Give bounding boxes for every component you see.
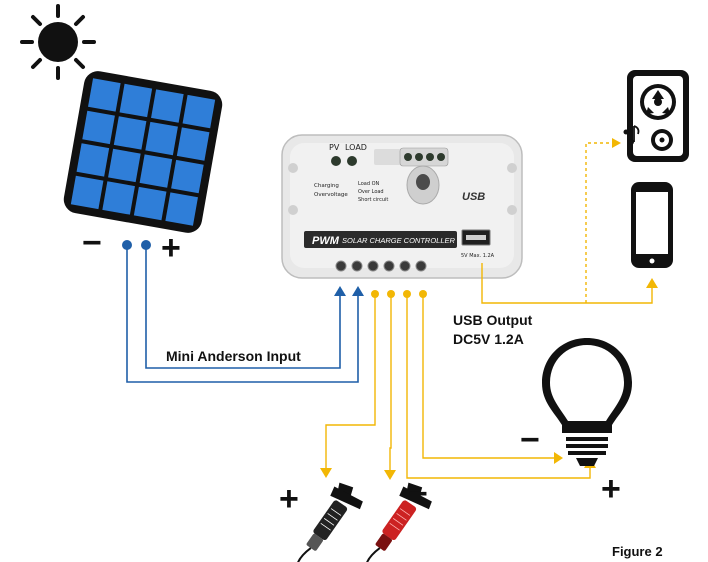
battery-clamp-red-icon <box>365 482 432 562</box>
panel-plus-terminal <box>141 240 151 250</box>
mode-button[interactable] <box>416 174 430 190</box>
bulb-plus-sign: + <box>601 470 621 508</box>
battery-clamp-icon <box>296 482 363 562</box>
panel-plus-sign: + <box>161 229 181 267</box>
usb-logo: USB <box>462 191 485 203</box>
input-arrow-1 <box>334 286 346 296</box>
pv-led <box>331 156 341 166</box>
input-arrow-2 <box>352 286 364 296</box>
status-over-load: Over Load <box>358 189 384 195</box>
status-short-circuit: Short circuit <box>358 197 388 203</box>
smartphone-icon <box>631 182 673 268</box>
load-led <box>347 156 357 166</box>
battery-plus-sign: + <box>279 480 299 518</box>
status-overvoltage: Overvoltage <box>314 192 348 198</box>
solar-panel-icon <box>63 71 223 233</box>
usb-spec-label: DC5V 1.2A <box>453 331 524 347</box>
brand-subtitle: SOLAR CHARGE CONTROLLER <box>342 236 456 245</box>
charge-controller: PV LOAD Charging Overvoltage Load ON Ove… <box>281 134 523 279</box>
usb-rating: 5V Max. 1.2A <box>461 253 495 259</box>
sun-icon <box>20 4 96 80</box>
status-load-on: Load ON <box>358 181 380 187</box>
input-label: Mini Anderson Input <box>166 348 301 364</box>
light-bulb-icon <box>542 338 632 466</box>
solar-input-wires <box>126 246 359 383</box>
usb-output-label: USB Output <box>453 312 533 328</box>
load-label: LOAD <box>345 143 367 152</box>
panel-minus-sign: − <box>82 224 102 262</box>
speaker-arrow <box>612 138 621 148</box>
pv-label: PV <box>329 143 340 152</box>
bulb-minus-sign: − <box>520 421 540 459</box>
panel-minus-terminal <box>122 240 132 250</box>
figure-caption: Figure 2 <box>612 544 663 559</box>
brand-label: PWM <box>312 235 340 247</box>
output-wires <box>325 263 653 479</box>
battery-minus-sign: − <box>408 475 428 513</box>
speaker-wire <box>585 142 612 303</box>
speaker-icon <box>623 70 689 162</box>
status-charging: Charging <box>314 183 339 189</box>
